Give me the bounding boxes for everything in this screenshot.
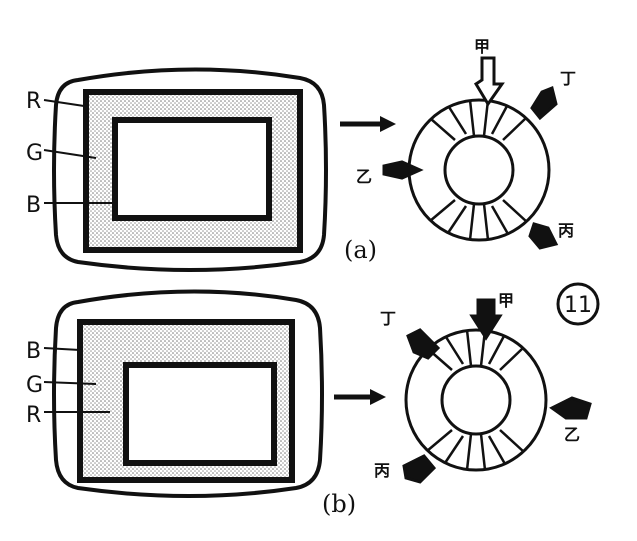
figure-number: 11: [564, 293, 592, 318]
arrow-a: [340, 116, 396, 132]
screen-labels-a: R G B: [26, 89, 116, 218]
label-g: G: [26, 141, 43, 166]
figure-number-badge: 11: [556, 282, 600, 326]
tab-top-right-a: [530, 85, 558, 121]
ring-label-left-a: 乙: [356, 167, 372, 186]
label-b: B: [26, 339, 41, 364]
ring-label-top-a: 甲: [474, 37, 490, 56]
ring-label-top-left-b: 丁: [380, 309, 396, 328]
tab-top-b: [469, 298, 503, 341]
red-field-outline: [123, 362, 277, 466]
ring-label-bottom-right-a: 丙: [558, 221, 574, 240]
ring-label-bottom-left-b: 丙: [374, 461, 390, 480]
ring-label-top-b: 甲: [498, 291, 514, 310]
caption-b: (b): [322, 490, 356, 518]
ring-magnet-a: 甲 丁 乙 丙: [356, 37, 576, 250]
tab-right-b: [549, 396, 592, 420]
panel-a: R G B 甲 丁 乙 丙 (a): [26, 37, 576, 272]
label-g: G: [26, 373, 43, 398]
tab-top-a: [473, 56, 505, 107]
tab-left-a: [382, 160, 424, 180]
ring-label-top-right-a: 丁: [560, 69, 576, 88]
arrow-b: [334, 389, 386, 405]
label-b: B: [26, 193, 41, 218]
tab-bottom-right-a: [528, 222, 559, 250]
ring-magnet-b: 甲 丁 乙 丙: [374, 291, 592, 484]
panel-b: B G R 甲 丁 乙 丙 (b): [26, 289, 592, 518]
label-r: R: [26, 89, 41, 114]
ring-label-right-b: 乙: [564, 425, 580, 444]
tab-top-left-b: [406, 328, 441, 360]
label-r: R: [26, 403, 41, 428]
crt-screen-b: [52, 289, 324, 498]
crt-screen-a: [52, 67, 328, 272]
caption-a: (a): [344, 236, 377, 264]
screen-labels-b: B G R: [26, 339, 110, 428]
blue-field-outline: [112, 117, 272, 221]
tab-bottom-left-b: [402, 454, 437, 484]
